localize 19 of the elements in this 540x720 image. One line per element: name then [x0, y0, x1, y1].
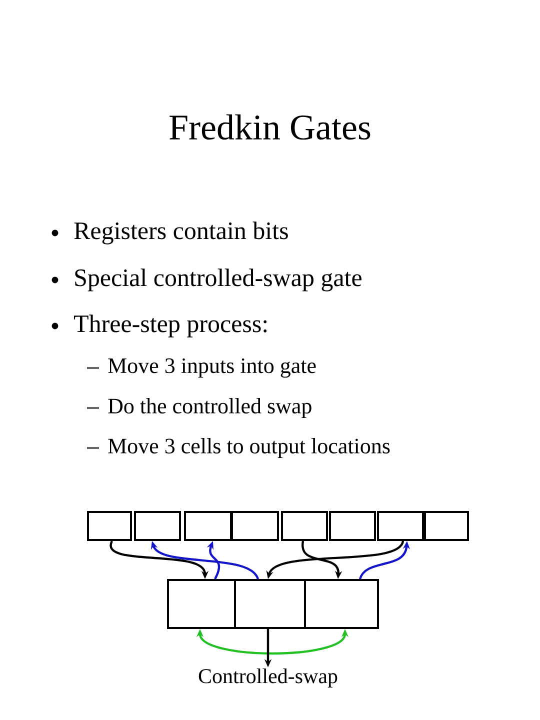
gate-cell [304, 579, 379, 629]
bullet-text: Registers contain bits [74, 222, 288, 244]
bullet-text: Three-step process: [74, 314, 267, 338]
gate-label: Controlled-swap [198, 668, 338, 688]
title: Fredkin Gates [170, 114, 370, 140]
sub-bullet-text: Move 3 inputs into gate [108, 358, 316, 378]
register-cell [87, 511, 132, 541]
sub-bullet-text: Move 3 cells to output locations [108, 438, 390, 458]
register-cell [281, 511, 328, 541]
register-cell [184, 511, 232, 541]
gate-cell [234, 579, 306, 629]
register-cell [329, 511, 376, 541]
register-cell [377, 511, 424, 541]
gate-cell [167, 579, 236, 629]
sub-bullet-text: Do the controlled swap [108, 398, 312, 418]
register-cell [134, 511, 181, 541]
register-cell [424, 511, 469, 541]
bullet-text: Special controlled-swap gate [75, 268, 362, 292]
register-cell [231, 511, 279, 541]
